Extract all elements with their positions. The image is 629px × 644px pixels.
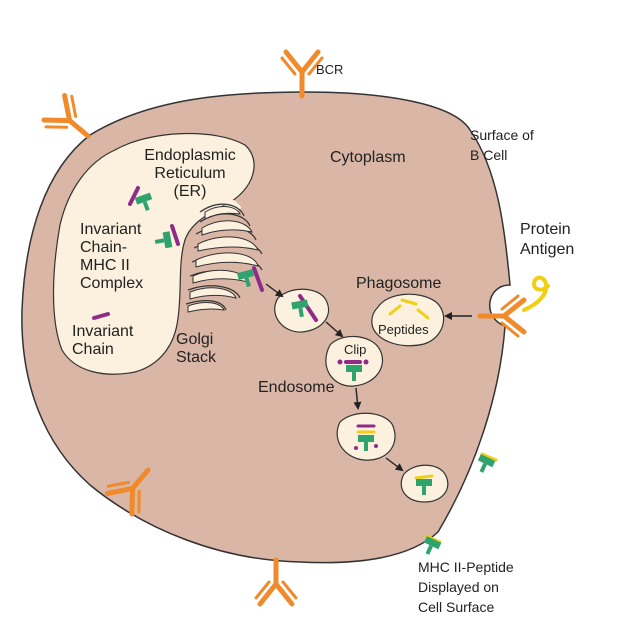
- protein-antigen-icon: [522, 275, 550, 312]
- bcr-bottom: [256, 560, 296, 604]
- arrow-icon: [325, 321, 344, 338]
- arrow-icon: [385, 457, 404, 472]
- endosome-label: Endosome: [258, 379, 335, 396]
- pathway-arrows: [265, 283, 472, 472]
- display-label-line3: Cell Surface: [418, 599, 494, 615]
- surface-mhc-peptide-icon: [474, 452, 498, 476]
- display-label-line2: Displayed on: [418, 579, 499, 595]
- mhc-peptide-complex-icon: [414, 474, 434, 495]
- protein-label-line2: Antigen: [520, 241, 574, 258]
- complex-label-line3: MHC II: [80, 257, 130, 274]
- arrow-icon: [265, 283, 284, 298]
- peptides-label: Peptides: [378, 322, 429, 337]
- clip-complex-icon: [337, 359, 369, 381]
- golgi-cisternae: [187, 206, 259, 313]
- peptide-exchange-icon: [354, 424, 378, 451]
- golgi-label-line1: Golgi: [176, 331, 213, 348]
- arrow-icon: [353, 387, 362, 410]
- peptides-icon: [388, 298, 430, 320]
- invariant-chain-mhc-complex-icon: [153, 224, 180, 250]
- complex-label-line2: Chain-: [80, 239, 127, 256]
- complex-label-line1: Invariant: [80, 221, 142, 238]
- vesicle-mhc-complex-icon: [291, 294, 318, 322]
- surface-label-line2: B Cell: [470, 147, 507, 163]
- surface-mhc-peptide-icon: [420, 534, 442, 558]
- display-label-line1: MHC II-Peptide: [418, 559, 514, 575]
- cytoplasm-label: Cytoplasm: [330, 149, 406, 166]
- invariant-chain-mhc-complex-icon: [128, 186, 156, 214]
- invariant-chain-icon: [92, 312, 110, 320]
- golgi-label-line2: Stack: [176, 349, 217, 366]
- invariant-label-line2: Chain: [72, 341, 114, 358]
- bcr-label: BCR: [316, 62, 343, 77]
- golgi-mhc-complex-icon: [236, 266, 264, 292]
- protein-label-line1: Protein: [520, 221, 571, 238]
- complex-label-line4: Complex: [80, 275, 143, 292]
- phagosome: [371, 293, 445, 347]
- surface-label-line1: Surface of: [470, 127, 534, 143]
- clip-label: Clip: [344, 342, 366, 357]
- er-label-line2: Reticulum: [154, 165, 225, 182]
- phagosome-label: Phagosome: [356, 275, 441, 292]
- er-label-line1: Endoplasmic: [144, 147, 236, 164]
- er-label-line3: (ER): [174, 183, 207, 200]
- invariant-label-line1: Invariant: [72, 323, 134, 340]
